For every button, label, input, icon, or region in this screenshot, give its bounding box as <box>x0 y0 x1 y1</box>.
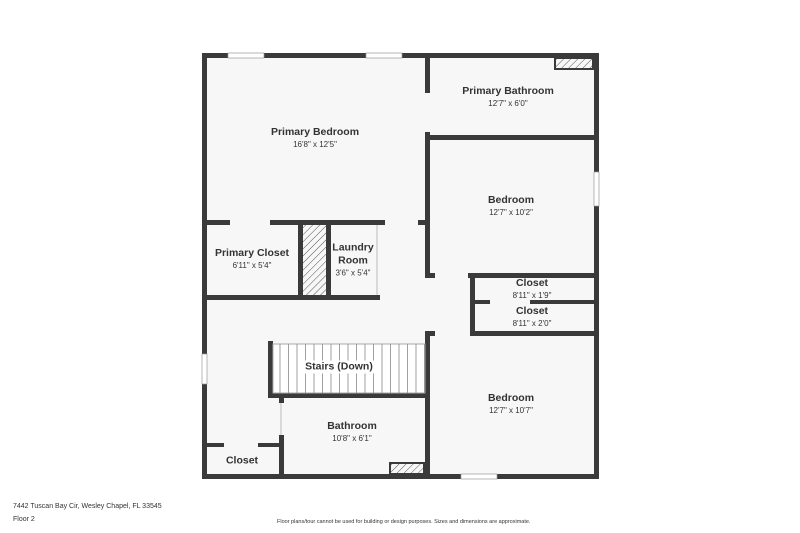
room-dims: 12'7" x 6'0" <box>488 99 528 108</box>
hatched-shaft <box>303 225 326 295</box>
room-dims: 6'11" x 5'4" <box>232 261 272 270</box>
room-bedroom: Bedroom 12'7" x 10'2" <box>488 194 534 218</box>
room-name: Primary Bedroom <box>270 126 360 138</box>
room-closet: Closet 8'11" x 1'9" <box>513 277 552 301</box>
room-name: Bedroom <box>487 392 535 404</box>
room-name: Primary Closet <box>214 247 290 259</box>
room-primary-closet: Primary Closet 6'11" x 5'4" <box>215 247 289 271</box>
room-dims: 12'7" x 10'2" <box>489 208 533 217</box>
room-dims: 3'6" x 5'4" <box>335 268 371 278</box>
hatched-chase <box>389 462 425 475</box>
room-dims: 8'11" x 1'9" <box>512 291 552 300</box>
hatched-chase <box>554 57 594 70</box>
room-closet: Closet 8'11" x 2'0" <box>513 305 552 329</box>
room-name: Closet <box>515 305 549 317</box>
room-dims: 8'11" x 2'0" <box>512 319 552 328</box>
room-name: Laundry Room <box>332 241 374 267</box>
room-name: Stairs (Down) <box>305 360 373 373</box>
room-dims: 16'8" x 12'5" <box>293 140 337 149</box>
room-name: Bedroom <box>487 194 535 206</box>
room-name: Closet <box>515 277 549 289</box>
room-dims: 12'7" x 10'7" <box>489 406 533 415</box>
stairs-label: Stairs (Down) <box>302 360 376 374</box>
address: 7442 Tuscan Bay Cir, Wesley Chapel, FL 3… <box>13 503 162 510</box>
room-bedroom: Bedroom 12'7" x 10'7" <box>488 392 534 416</box>
room-bathroom: Bathroom 10'8" x 6'1" <box>327 420 377 444</box>
room-name: Primary Bathroom <box>462 85 554 97</box>
room-name: Closet <box>225 454 259 467</box>
disclaimer: Floor plans/tour cannot be used for buil… <box>277 519 531 525</box>
room-closet: Closet <box>226 455 258 468</box>
room-dims: 10'8" x 6'1" <box>332 434 372 443</box>
floor-label: Floor 2 <box>13 516 35 523</box>
room-primary-bedroom: Primary Bedroom 16'8" x 12'5" <box>271 126 359 150</box>
floor-area <box>202 53 598 478</box>
room-name: Bathroom <box>327 420 377 432</box>
windows <box>201 52 600 480</box>
room-primary-bathroom: Primary Bathroom 12'7" x 6'0" <box>462 85 554 109</box>
